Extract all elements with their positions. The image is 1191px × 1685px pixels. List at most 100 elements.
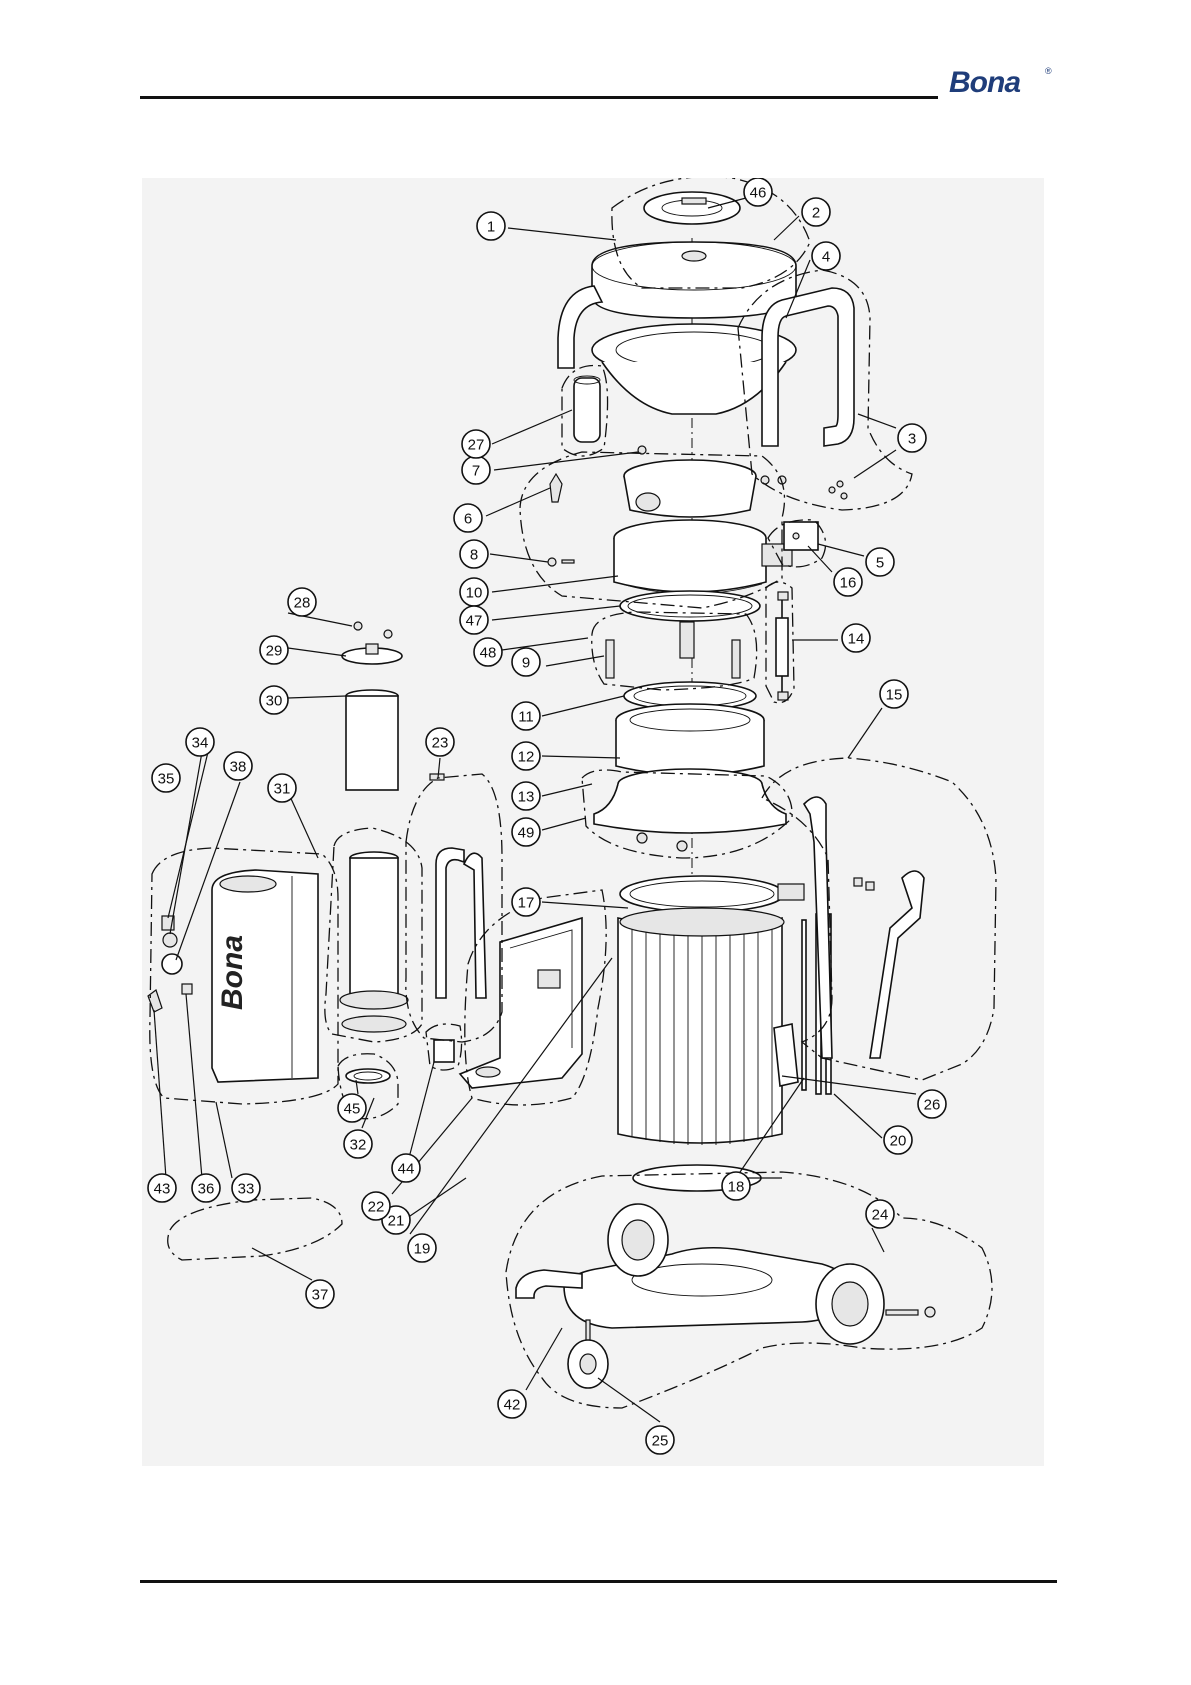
component-36 [182, 984, 192, 994]
callout-label: 38 [230, 759, 247, 776]
callout-label: 3 [908, 431, 916, 448]
callout-label: 12 [518, 749, 535, 766]
filter-element-31-flange [340, 991, 408, 1009]
callout-17: 17 [512, 888, 540, 916]
callout-45: 45 [338, 1094, 366, 1122]
outline-hose-group [406, 774, 502, 1042]
top-cap-slot [682, 198, 706, 204]
filter-13-body [594, 784, 786, 833]
parts-layer: Bona [148, 192, 935, 1388]
callout-label: 16 [840, 575, 857, 592]
handle-bolt-1 [761, 476, 769, 484]
leader-7 [494, 452, 638, 470]
callout-4: 4 [812, 242, 840, 270]
callout-25: 25 [646, 1426, 674, 1454]
callout-label: 23 [432, 735, 449, 752]
filter-cap-29-boss [366, 644, 378, 654]
callout-16: 16 [834, 568, 862, 596]
callout-label: 2 [812, 205, 820, 222]
main-ring-body [614, 538, 766, 592]
leader-47 [492, 606, 620, 620]
callout-46: 46 [744, 178, 772, 206]
axle-nut [925, 1307, 935, 1317]
callout-5: 5 [866, 548, 894, 576]
screw-8 [548, 558, 556, 566]
callout-13: 13 [512, 782, 540, 810]
component-34 [163, 933, 177, 947]
callout-7: 7 [462, 456, 490, 484]
axle-bolt [886, 1310, 918, 1315]
clip-48 [680, 622, 694, 658]
callout-label: 27 [468, 437, 485, 454]
leader-30 [288, 696, 346, 698]
callout-label: 31 [274, 781, 291, 798]
callout-label: 26 [924, 1097, 941, 1114]
callout-9: 9 [512, 648, 540, 676]
base-plate-hole [476, 1067, 500, 1077]
component-38 [162, 954, 182, 974]
leader-25 [598, 1378, 660, 1422]
callout-31: 31 [268, 774, 296, 802]
bracket-16 [784, 522, 818, 550]
callout-20: 20 [884, 1126, 912, 1154]
leader-6 [486, 488, 550, 516]
filter-12-body [616, 720, 764, 775]
side-cover-opening [220, 876, 276, 892]
leader-13 [542, 784, 592, 796]
leader-9 [546, 656, 604, 666]
callout-22: 22 [362, 1192, 390, 1220]
hose-clip-23 [430, 774, 444, 780]
leader-2 [774, 216, 799, 240]
hose-23-left [436, 848, 464, 998]
exploded-parts-drawing: Bona [142, 178, 1044, 1466]
callout-label: 48 [480, 645, 497, 662]
top-handle [762, 288, 854, 446]
outline-37 [168, 1198, 342, 1260]
top-rule [140, 96, 938, 99]
callout-42: 42 [498, 1390, 526, 1418]
handle-nut-3 [841, 493, 847, 499]
gasket-47 [620, 591, 760, 621]
callout-30: 30 [260, 686, 288, 714]
collection-tank-rim [620, 908, 784, 936]
callout-label: 9 [522, 655, 530, 672]
latch-6 [550, 474, 562, 502]
callout-label: 43 [154, 1181, 171, 1198]
side-cover-brand: Bona [216, 935, 249, 1010]
callout-36: 36 [192, 1174, 220, 1202]
callout-23: 23 [426, 728, 454, 756]
leader-27 [492, 410, 572, 444]
gas-spring-end-bottom [778, 692, 788, 700]
leader-21 [407, 1178, 466, 1218]
side-frame-right [870, 871, 924, 1058]
leader-31 [288, 792, 318, 858]
callout-11: 11 [512, 702, 540, 730]
screw-8-shank [562, 560, 574, 563]
callout-3: 3 [898, 424, 926, 452]
callout-label: 22 [368, 1199, 385, 1216]
side-frame-clip-2 [866, 882, 874, 890]
leader-lines [154, 198, 916, 1422]
gas-spring-cylinder [776, 618, 788, 676]
chassis-frame [564, 1248, 851, 1328]
callout-label: 21 [388, 1213, 405, 1230]
callout-label: 24 [872, 1207, 889, 1224]
foot-1 [637, 833, 647, 843]
callout-26: 26 [918, 1090, 946, 1118]
filter-tube-30 [346, 696, 398, 790]
top-cap [644, 192, 740, 224]
callout-label: 18 [728, 1179, 745, 1196]
leader-17 [542, 902, 628, 908]
leader-8 [490, 554, 548, 562]
connection-pipe [574, 378, 600, 442]
caster-hub [580, 1354, 596, 1374]
callout-6: 6 [454, 504, 482, 532]
callout-43: 43 [148, 1174, 176, 1202]
bottom-rule [140, 1580, 1057, 1583]
callout-44: 44 [392, 1154, 420, 1182]
callout-1: 1 [477, 212, 505, 240]
callout-label: 49 [518, 825, 535, 842]
callout-14: 14 [842, 624, 870, 652]
leader-20 [834, 1094, 882, 1138]
callout-19: 19 [408, 1234, 436, 1262]
